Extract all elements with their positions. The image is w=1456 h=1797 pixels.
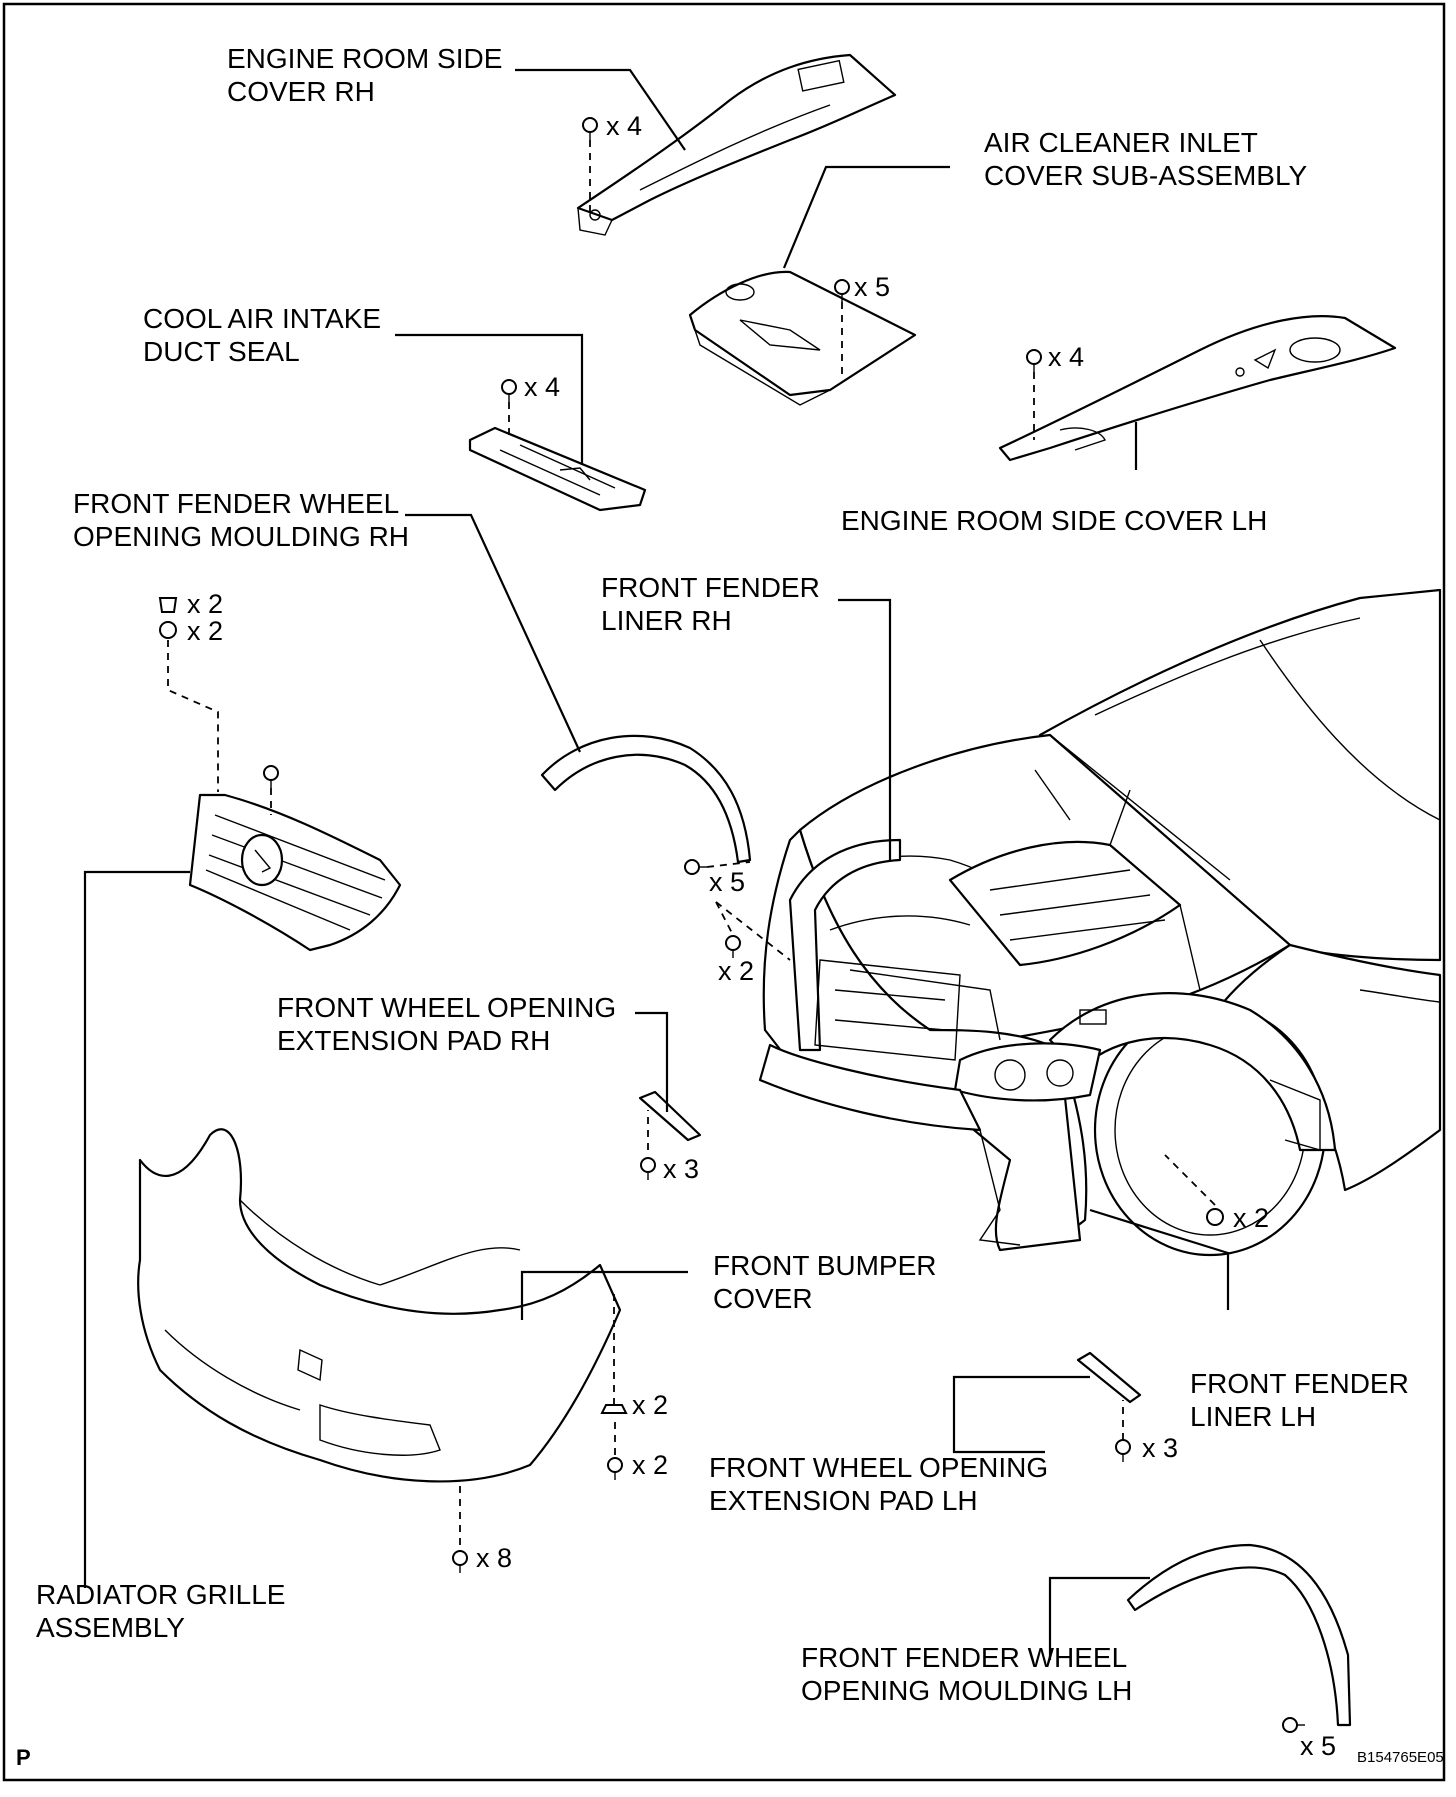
label-front-fender-liner-lh-2: LINER LH [1190, 1401, 1316, 1432]
bolt-icon [1115, 1439, 1131, 1462]
label-engine-room-side-cover-rh-1: ENGINE ROOM SIDE [227, 43, 502, 74]
bolt-icon [1026, 349, 1042, 372]
qty-duct-seal: x 4 [524, 372, 560, 402]
label-front-fender-wheel-opening-moulding-lh-2: OPENING MOULDING LH [801, 1675, 1132, 1706]
label-radiator-grille-assembly-1: RADIATOR GRILLE [36, 1579, 285, 1610]
bolt-icon [1206, 1208, 1224, 1226]
label-cool-air-intake-duct-seal-2: DUCT SEAL [143, 336, 300, 367]
air-cleaner-inlet-cover-part [688, 270, 917, 406]
qty-liner-rh-screw: x 2 [718, 956, 754, 986]
qty-ext-pad-rh: x 3 [663, 1154, 699, 1184]
cool-air-intake-duct-seal-part [468, 426, 647, 512]
bolt-icon [684, 859, 707, 875]
label-front-wheel-opening-extension-pad-rh-2: EXTENSION PAD RH [277, 1025, 550, 1056]
corner-left-mark: P [16, 1745, 31, 1770]
fastener-quantities: x 4 x 5 x 4 x 4 x 2 x 2 x 5 x 2 x 3 x 2 … [187, 111, 1336, 1761]
qty-bumper-bottom: x 8 [476, 1543, 512, 1573]
engine-room-side-cover-lh-part [998, 315, 1397, 462]
label-front-fender-liner-rh-2: LINER RH [601, 605, 732, 636]
label-air-cleaner-inlet-cover-2: COVER SUB-ASSEMBLY [984, 160, 1307, 191]
clip-icon [600, 1404, 628, 1414]
label-front-fender-liner-lh-1: FRONT FENDER [1190, 1368, 1409, 1399]
qty-grille-nut: x 2 [187, 616, 223, 646]
nut-icon [159, 621, 177, 639]
label-front-fender-wheel-opening-moulding-lh-1: FRONT FENDER WHEEL [801, 1642, 1127, 1673]
label-front-wheel-opening-extension-pad-lh-2: EXTENSION PAD LH [709, 1485, 978, 1516]
front-bumper-cover-part [137, 1128, 622, 1483]
qty-side-cover-rh: x 4 [606, 111, 642, 141]
qty-moulding-rh-clip: x 5 [709, 867, 745, 897]
clip-icon [158, 597, 178, 613]
qty-bumper-screw: x 2 [632, 1450, 668, 1480]
qty-moulding-lh-clip: x 5 [1300, 1731, 1336, 1761]
front-wheel-opening-extension-pad-lh-part [1076, 1351, 1142, 1404]
front-wheel-opening-extension-pad-rh-part [638, 1090, 702, 1142]
label-front-wheel-opening-extension-pad-rh-1: FRONT WHEEL OPENING [277, 992, 616, 1023]
front-fender-wheel-opening-moulding-rh-part [540, 734, 752, 864]
label-engine-room-side-cover-rh-2: COVER RH [227, 76, 375, 107]
label-front-fender-wheel-opening-moulding-rh-2: OPENING MOULDING RH [73, 521, 409, 552]
label-engine-room-side-cover-lh: ENGINE ROOM SIDE COVER LH [841, 505, 1267, 536]
bolt-icon [834, 279, 850, 302]
label-cool-air-intake-duct-seal-1: COOL AIR INTAKE [143, 303, 381, 334]
bolt-icon [452, 1550, 468, 1573]
label-air-cleaner-inlet-cover-1: AIR CLEANER INLET [984, 127, 1258, 158]
part-labels: ENGINE ROOM SIDE COVER RH AIR CLEANER IN… [36, 43, 1409, 1706]
label-front-wheel-opening-extension-pad-lh-1: FRONT WHEEL OPENING [709, 1452, 1048, 1483]
label-front-bumper-cover-1: FRONT BUMPER [713, 1250, 937, 1281]
figure-code: B154765E05 [1357, 1749, 1444, 1766]
vehicle-illustration [758, 588, 1442, 1257]
bolt-icon [640, 1157, 656, 1180]
radiator-grille-assembly-part [188, 793, 402, 952]
fastener-dashed-lines [167, 140, 1216, 1545]
label-front-bumper-cover-2: COVER [713, 1283, 813, 1314]
qty-liner-lh-screw: x 2 [1233, 1203, 1269, 1233]
label-radiator-grille-assembly-2: ASSEMBLY [36, 1612, 185, 1643]
leader-lines [83, 68, 1230, 1660]
fastener-icons [158, 117, 1305, 1733]
bolt-icon [725, 935, 741, 958]
bolt-icon [501, 379, 517, 402]
label-front-fender-wheel-opening-moulding-rh-1: FRONT FENDER WHEEL [73, 488, 399, 519]
qty-ext-pad-lh: x 3 [1142, 1433, 1178, 1463]
qty-side-cover-lh: x 4 [1048, 342, 1084, 372]
bolt-icon [1282, 1717, 1305, 1733]
qty-grille-clip: x 2 [187, 589, 223, 619]
engine-room-side-cover-rh-part [576, 53, 897, 236]
label-front-fender-liner-rh-1: FRONT FENDER [601, 572, 820, 603]
bolt-icon [582, 117, 598, 140]
bolt-icon [263, 765, 279, 788]
front-fender-wheel-opening-moulding-lh-part [1126, 1543, 1352, 1727]
bolt-icon [607, 1457, 623, 1480]
qty-bumper-clip: x 2 [632, 1390, 668, 1420]
qty-inlet-cover: x 5 [854, 272, 890, 302]
